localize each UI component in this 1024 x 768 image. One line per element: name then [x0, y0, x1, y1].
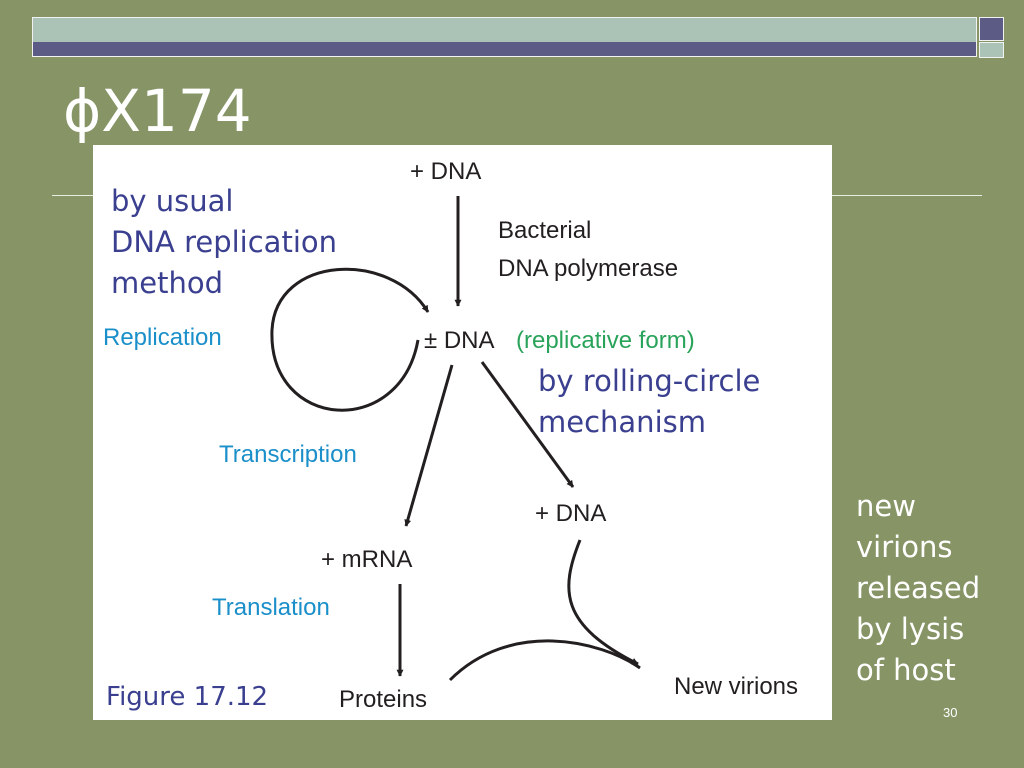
title-rule-right	[832, 195, 982, 196]
slide-title: ϕX174	[63, 77, 252, 145]
label-replicative-form: (replicative form)	[516, 327, 695, 354]
node-plus-dna-top: + DNA	[410, 158, 482, 185]
header-bar-frame	[32, 17, 977, 57]
figure-caption: Figure 17.12	[106, 682, 269, 712]
arrow-dna-to-virions	[567, 539, 639, 666]
node-plus-mrna: + mRNA	[321, 546, 413, 573]
node-plus-dna-bottom: + DNA	[535, 500, 607, 527]
node-proteins: Proteins	[339, 686, 428, 713]
title-rule-left	[52, 195, 94, 196]
figure-panel	[93, 145, 832, 720]
side-note-lysis: new virions released by lysis of host	[856, 489, 981, 687]
header-bar-dark	[33, 42, 976, 56]
annotation-rolling-circle: by rolling-circle mechanism	[538, 364, 761, 439]
page-number: 30	[943, 705, 958, 720]
label-translation: Translation	[212, 594, 330, 621]
header-bar-light	[33, 18, 976, 42]
label-transcription: Transcription	[219, 441, 357, 468]
label-replication: Replication	[103, 324, 222, 351]
arrow-replication-loop	[270, 267, 430, 412]
arrow-proteins-to-virions	[448, 639, 641, 682]
node-new-virions: New virions	[674, 673, 799, 700]
header-corner-dark-square	[979, 17, 1004, 41]
annotation-usual-replication: by usual DNA replication method	[111, 184, 337, 300]
arrow-transcription	[404, 364, 454, 527]
label-bacterial: Bacterial	[498, 217, 592, 244]
node-replicative-dna: ± DNA	[424, 327, 495, 354]
header-corner-light-square	[979, 42, 1004, 58]
arrow-rolling-circle	[480, 361, 575, 488]
label-dna-polymerase: DNA polymerase	[498, 255, 679, 282]
